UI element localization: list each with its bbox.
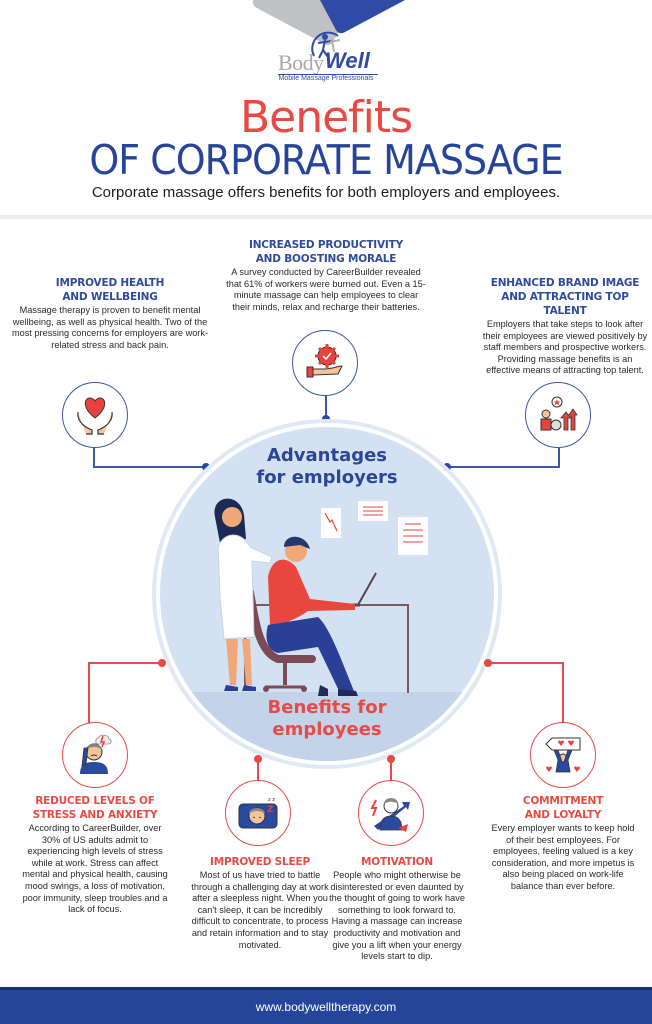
massage-at-desk-illustration [214,498,428,696]
benefit-brand-image: ENHANCED BRAND IMAGE AND ATTRACTING TOP … [482,276,648,377]
page-title-corporate-massage: OF CORPORATE MASSAGE [89,136,563,184]
benefit-description: Most of us have tried to battle through … [191,870,329,950]
label-line: for employers [256,467,398,488]
benefit-description: Massage therapy is proven to benefit men… [11,305,209,350]
connector-line [88,662,90,724]
talent-growth-icon [540,396,578,431]
heart-in-hands-icon [77,397,113,435]
center-illustration: Advantages for employers Benefits f [160,427,494,761]
label-line: employees [272,719,382,740]
page-subtitle: Corporate massage offers benefits for bo… [91,184,561,201]
benefits-for-employees-label: Benefits for employees [160,697,494,741]
benefit-improved-sleep: IMPROVED SLEEP Most of us have tried to … [190,855,330,951]
connector-line [488,662,564,664]
sleeping-person-icon-circle: Z z z [225,780,291,846]
motivated-person-icon-circle [358,780,424,846]
heading-line: REDUCED LEVELS OF [35,795,155,807]
connector-dot [158,659,166,667]
advantages-for-employers-label: Advantages for employers [160,445,494,489]
floor-band [160,692,494,761]
benefit-description: According to CareerBuilder, over 30% of … [22,823,168,915]
connector-line [93,466,207,468]
connector-line [325,396,327,420]
sleeping-person-icon: Z z z [238,797,278,829]
figure-logo-icon [311,31,341,59]
benefit-motivation: MOTIVATION People who might otherwise be… [327,855,467,963]
loyalty-sign-icon [545,737,581,773]
logo-tagline: Mobile Massage Professionals [278,75,374,82]
benefit-heading: INCREASED PRODUCTIVITY AND BOOSTING MORA… [226,238,426,266]
benefit-description: Employers that take steps to look after … [482,319,648,376]
benefit-heading: REDUCED LEVELS OF STRESS AND ANXIETY [20,794,170,822]
heading-line: ENHANCED BRAND IMAGE [490,277,640,289]
benefit-commitment-loyalty: COMMITMENT AND LOYALTY Every employer wa… [488,794,638,893]
page-title-benefits: Benefits [239,92,413,143]
benefit-increased-productivity: INCREASED PRODUCTIVITY AND BOOSTING MORA… [226,238,426,313]
svg-text:Z: Z [267,805,274,815]
heading-line: STRESS AND ANXIETY [32,809,158,821]
heading-line: IMPROVED HEALTH [55,277,165,289]
connector-line [446,466,560,468]
connector-line [93,448,95,468]
connector-line [390,759,392,783]
heart-in-hands-icon-circle [62,382,128,448]
benefit-reduced-stress: REDUCED LEVELS OF STRESS AND ANXIETY Acc… [20,794,170,916]
heading-line: AND WELLBEING [62,291,158,303]
motivated-person-icon [370,798,410,832]
heading-line: AND LOYALTY [524,809,602,821]
connector-line [562,662,564,724]
heading-line: COMMITMENT [522,795,604,807]
benefit-improved-health: IMPROVED HEALTH AND WELLBEING Massage th… [10,276,210,351]
logo-text-body: Body [278,50,324,75]
heading-line: AND BOOSTING MORALE [255,253,397,265]
stressed-person-icon-circle [62,722,128,788]
connector-line [88,662,162,664]
header-divider [0,215,652,219]
svg-text:z z: z z [268,797,275,803]
heading-line: INCREASED PRODUCTIVITY [248,239,403,251]
benefit-heading: MOTIVATION [361,856,433,868]
connector-line [558,448,560,468]
benefit-heading: COMMITMENT AND LOYALTY [488,794,638,822]
stressed-person-icon [80,734,112,774]
benefit-heading: IMPROVED SLEEP [210,856,310,868]
gear-in-hand-icon [306,344,343,378]
label-line: Advantages [266,445,388,466]
benefit-description: People who might otherwise be disinteres… [329,870,465,962]
label-line: Benefits for [267,697,387,718]
website-link[interactable]: www.bodywelltherapy.com [255,1000,397,1014]
gear-in-hand-icon-circle [292,330,358,396]
loyalty-sign-icon-circle [530,722,596,788]
connector-line [257,759,259,783]
benefit-heading: IMPROVED HEALTH AND WELLBEING [10,276,210,304]
benefit-description: Every employer wants to keep hold of the… [491,823,635,891]
center-circle-ring [152,419,502,769]
talent-growth-icon-circle [525,382,591,448]
bodywell-logo: Body Well Mobile Massage Professionals [270,30,382,82]
logo-divider [278,74,378,75]
logo-text-well: Well [325,48,370,73]
benefit-description: A survey conducted by CareerBuilder reve… [226,267,426,312]
footer-bar: www.bodywelltherapy.com [0,987,652,1024]
heading-line: AND ATTRACTING TOP TALENT [501,291,629,317]
benefit-heading: ENHANCED BRAND IMAGE AND ATTRACTING TOP … [482,276,648,318]
